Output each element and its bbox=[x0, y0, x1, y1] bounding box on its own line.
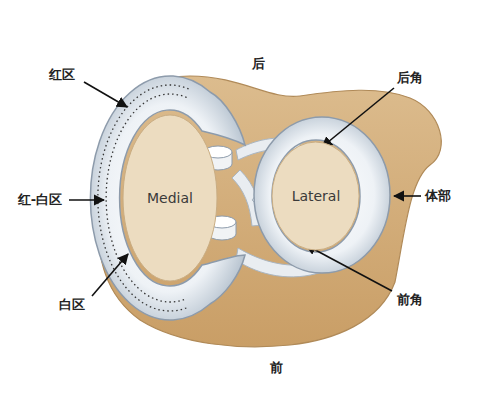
tibial-plateau: Medial bbox=[122, 114, 218, 282]
lateral-meniscus bbox=[254, 117, 390, 273]
part-label: 前 bbox=[270, 359, 283, 377]
part-label: 后 bbox=[252, 55, 265, 73]
plateau-label: Medial bbox=[147, 190, 193, 206]
medial-meniscus bbox=[90, 76, 245, 320]
part-label: 体部 bbox=[425, 187, 451, 205]
plateau-surface bbox=[272, 142, 359, 250]
part-label: 白区 bbox=[59, 296, 85, 314]
plateau-label: Lateral bbox=[292, 188, 341, 204]
part-label: 前角 bbox=[397, 291, 423, 309]
plateau-surface bbox=[123, 115, 217, 281]
part-label: 红区 bbox=[49, 66, 75, 84]
part-label: 后角 bbox=[397, 69, 423, 87]
leader-arrow bbox=[69, 82, 421, 296]
tibial-plateau: Lateral bbox=[271, 141, 360, 251]
part-label: 红-白区 bbox=[18, 191, 62, 209]
